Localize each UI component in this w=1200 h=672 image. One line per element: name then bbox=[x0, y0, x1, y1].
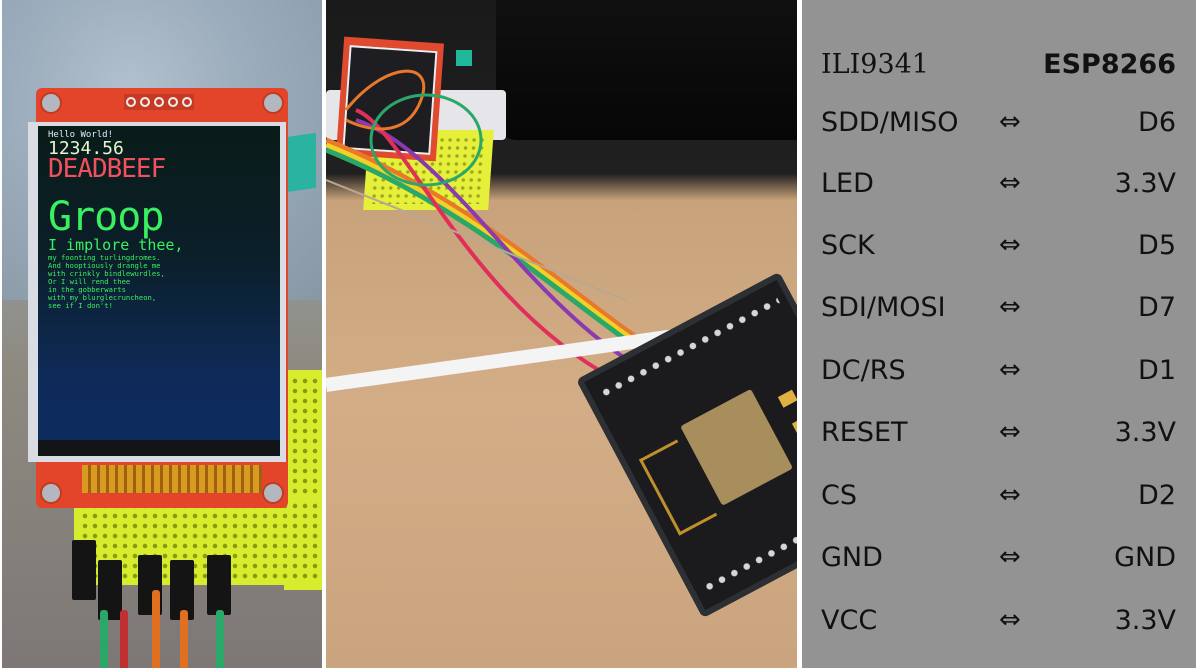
bidirectional-arrow-icon: ⇔ bbox=[999, 417, 1021, 447]
bidirectional-arrow-icon: ⇔ bbox=[999, 605, 1021, 635]
bidirectional-arrow-icon: ⇔ bbox=[999, 480, 1021, 510]
table-row: SCK ⇔ D5 bbox=[821, 229, 1176, 261]
orange-wire bbox=[152, 590, 160, 668]
bidirectional-arrow-icon: ⇔ bbox=[999, 230, 1021, 260]
header-esp8266: ESP8266 bbox=[1043, 48, 1176, 80]
bidirectional-arrow-icon: ⇔ bbox=[999, 292, 1021, 322]
green-wire bbox=[100, 610, 108, 668]
screen-protector-tab bbox=[456, 50, 472, 66]
bidirectional-arrow-icon: ⇔ bbox=[999, 168, 1021, 198]
flex-cable bbox=[82, 465, 262, 493]
table-row: RESET ⇔ 3.3V bbox=[821, 416, 1176, 448]
monitor-background bbox=[496, 0, 797, 140]
table-row: SDI/MOSI ⇔ D7 bbox=[821, 291, 1176, 323]
green-wire bbox=[216, 610, 224, 668]
screen-protector-tab bbox=[286, 132, 316, 193]
table-row: SDD/MISO ⇔ D6 bbox=[821, 106, 1176, 138]
bidirectional-arrow-icon: ⇔ bbox=[999, 355, 1021, 385]
screen-text-deadbeef: DEADBEEF bbox=[48, 154, 166, 184]
tft-display-photo: Hello World! 1234.56 DEADBEEF Groop I im… bbox=[2, 0, 322, 668]
table-row: CS ⇔ D2 bbox=[821, 479, 1176, 511]
table-row: LED ⇔ 3.3V bbox=[821, 167, 1176, 199]
sd-header-pins bbox=[124, 94, 194, 110]
screen-text-poem: my foonting turlingdromes. And hooptious… bbox=[48, 253, 165, 310]
bidirectional-arrow-icon: ⇔ bbox=[999, 542, 1021, 572]
table-row: GND ⇔ GND bbox=[821, 541, 1176, 573]
screen-text-implore: I implore thee, bbox=[48, 236, 184, 254]
table-row: VCC ⇔ 3.3V bbox=[821, 604, 1176, 636]
screen-text-groop: Groop bbox=[48, 194, 164, 240]
red-wire bbox=[120, 610, 128, 668]
screen-text-hello: Hello World! bbox=[48, 130, 114, 140]
table-header: ILI9341 ESP8266 bbox=[821, 44, 1176, 84]
table-row: DC/RS ⇔ D1 bbox=[821, 354, 1176, 386]
bidirectional-arrow-icon: ⇔ bbox=[999, 107, 1021, 137]
jumper-connector bbox=[72, 540, 96, 600]
jumper-connector bbox=[207, 555, 231, 615]
pin-mapping-table: ILI9341 ESP8266 SDD/MISO ⇔ D6 LED ⇔ 3.3V… bbox=[802, 0, 1196, 668]
screen-text-number: 1234.56 bbox=[48, 138, 124, 159]
lcd-screen: Hello World! 1234.56 DEADBEEF Groop I im… bbox=[38, 126, 280, 456]
header-ili9341: ILI9341 bbox=[821, 48, 929, 80]
orange-wire bbox=[180, 610, 188, 668]
jumper-wires bbox=[326, 69, 658, 382]
wiring-photo bbox=[326, 0, 797, 668]
